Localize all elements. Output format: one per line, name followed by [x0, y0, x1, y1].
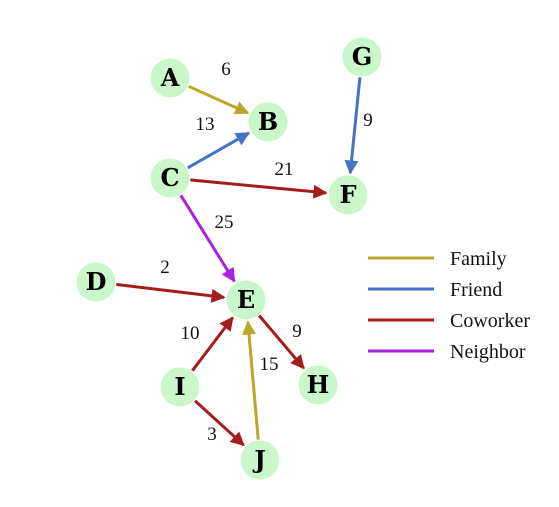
- edge-e-h: [257, 314, 305, 370]
- edge-weight-i-e: 10: [181, 323, 200, 344]
- node-h: H: [297, 364, 339, 406]
- edge-c-e: [179, 194, 236, 283]
- edge-labels-layer: 6 13 9 21 25 2 10 9 15 3: [160, 59, 373, 445]
- node-circle: [149, 57, 191, 99]
- edge-weight-c-f: 21: [275, 159, 294, 180]
- node-circle: [239, 439, 281, 481]
- edge-j-e: [242, 320, 260, 441]
- node-label: G: [352, 42, 373, 71]
- node-circle: [341, 36, 383, 78]
- node-circle: [149, 157, 191, 199]
- edge-weight-d-e: 2: [160, 257, 170, 278]
- legend-label: Family: [450, 248, 507, 270]
- node-i: I: [159, 366, 201, 408]
- edge-weight-i-j: 3: [207, 424, 217, 445]
- legend-label: Neighbor: [450, 341, 526, 363]
- node-label: J: [252, 445, 265, 474]
- edge-weight-c-e: 25: [215, 212, 234, 233]
- node-circle: [225, 279, 267, 321]
- node-label: A: [160, 63, 180, 92]
- edge-weight-a-b: 6: [221, 59, 231, 80]
- edge-i-j: [193, 399, 245, 447]
- node-c: C: [149, 157, 191, 199]
- node-b: B: [247, 101, 289, 143]
- edge-i-e: [190, 316, 234, 372]
- edge-c-f: [189, 178, 328, 199]
- node-j: J: [239, 439, 281, 481]
- legend-item-friend: Friend: [368, 279, 502, 301]
- edge-weight-j-e: 15: [260, 354, 279, 375]
- legend-label: Friend: [450, 279, 502, 301]
- node-circle: [247, 101, 289, 143]
- node-f: F: [327, 174, 369, 216]
- legend-label: Coworker: [450, 310, 530, 332]
- edge-g-f: [344, 76, 362, 175]
- edge-weight-c-b: 13: [196, 114, 215, 135]
- legend-item-neighbor: Neighbor: [368, 341, 526, 363]
- node-g: G: [341, 36, 383, 78]
- node-d: D: [75, 261, 117, 303]
- node-circle: [159, 366, 201, 408]
- edges-layer: [115, 76, 362, 447]
- edge-a-b: [187, 84, 250, 115]
- node-e: E: [225, 279, 267, 321]
- node-circle: [327, 174, 369, 216]
- legend-item-family: Family: [368, 248, 507, 270]
- legend-item-coworker: Coworker: [368, 310, 530, 332]
- node-a: A: [149, 57, 191, 99]
- node-circle: [297, 364, 339, 406]
- node-circle: [75, 261, 117, 303]
- edge-d-e: [115, 282, 226, 303]
- node-label: I: [174, 372, 185, 401]
- node-label: C: [160, 163, 179, 192]
- edge-c-b: [186, 131, 251, 170]
- node-label: H: [307, 370, 330, 399]
- node-label: D: [86, 267, 107, 296]
- node-label: E: [237, 285, 255, 314]
- node-label: F: [339, 180, 356, 209]
- edge-weight-e-h: 9: [292, 321, 302, 342]
- nodes-layer: A B C D E F G H I J: [75, 36, 383, 481]
- node-label: B: [258, 107, 278, 136]
- edge-weight-g-f: 9: [363, 110, 373, 131]
